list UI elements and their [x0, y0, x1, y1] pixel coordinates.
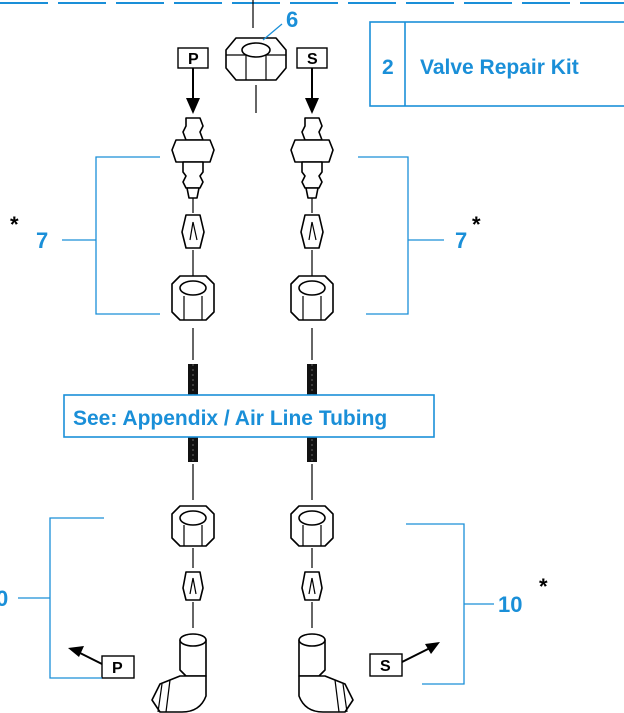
- valve-repair-kit-box: 2 Valve Repair Kit: [369, 21, 624, 107]
- lower-left-fitting-assembly: [151, 464, 215, 713]
- callout-7-right: 7: [455, 228, 467, 253]
- tubing-reference-label: See: Appendix / Air Line Tubing: [73, 407, 387, 430]
- tubing-right: [307, 364, 317, 462]
- tubing-reference-box: See: Appendix / Air Line Tubing: [63, 394, 435, 438]
- lower-right-fitting-assembly: [290, 464, 354, 713]
- callout-6-leader: [262, 23, 283, 41]
- bracket-10-right: [406, 523, 494, 685]
- svg-text:S: S: [307, 51, 318, 68]
- svg-text:P: P: [112, 660, 123, 677]
- callout-7-right-asterisk: *: [472, 212, 481, 237]
- port-s-bottom: S: [369, 642, 440, 677]
- svg-text:S: S: [380, 658, 391, 675]
- kit-title: Valve Repair Kit: [420, 56, 579, 79]
- kit-number: 2: [382, 56, 394, 79]
- bracket-10-left: [18, 517, 104, 679]
- callout-7-left-asterisk: *: [10, 212, 19, 237]
- callout-10-right: 10: [498, 592, 522, 617]
- bracket-7-left: [62, 156, 160, 315]
- callout-10-left: 0: [0, 586, 8, 611]
- bracket-7-right: [358, 156, 444, 315]
- port-p-top: P: [177, 47, 209, 114]
- tubing-left: [188, 364, 198, 462]
- upper-right-fitting-assembly: [290, 117, 334, 360]
- callout-10-right-asterisk: *: [539, 574, 548, 599]
- svg-text:P: P: [188, 51, 199, 68]
- port-s-top: S: [296, 47, 328, 114]
- port-p-bottom: P: [68, 646, 135, 679]
- upper-left-fitting-assembly: [171, 117, 215, 360]
- callout-6: 6: [286, 7, 298, 32]
- hex-nut-part-6: [225, 37, 287, 81]
- callout-7-left: 7: [36, 228, 48, 253]
